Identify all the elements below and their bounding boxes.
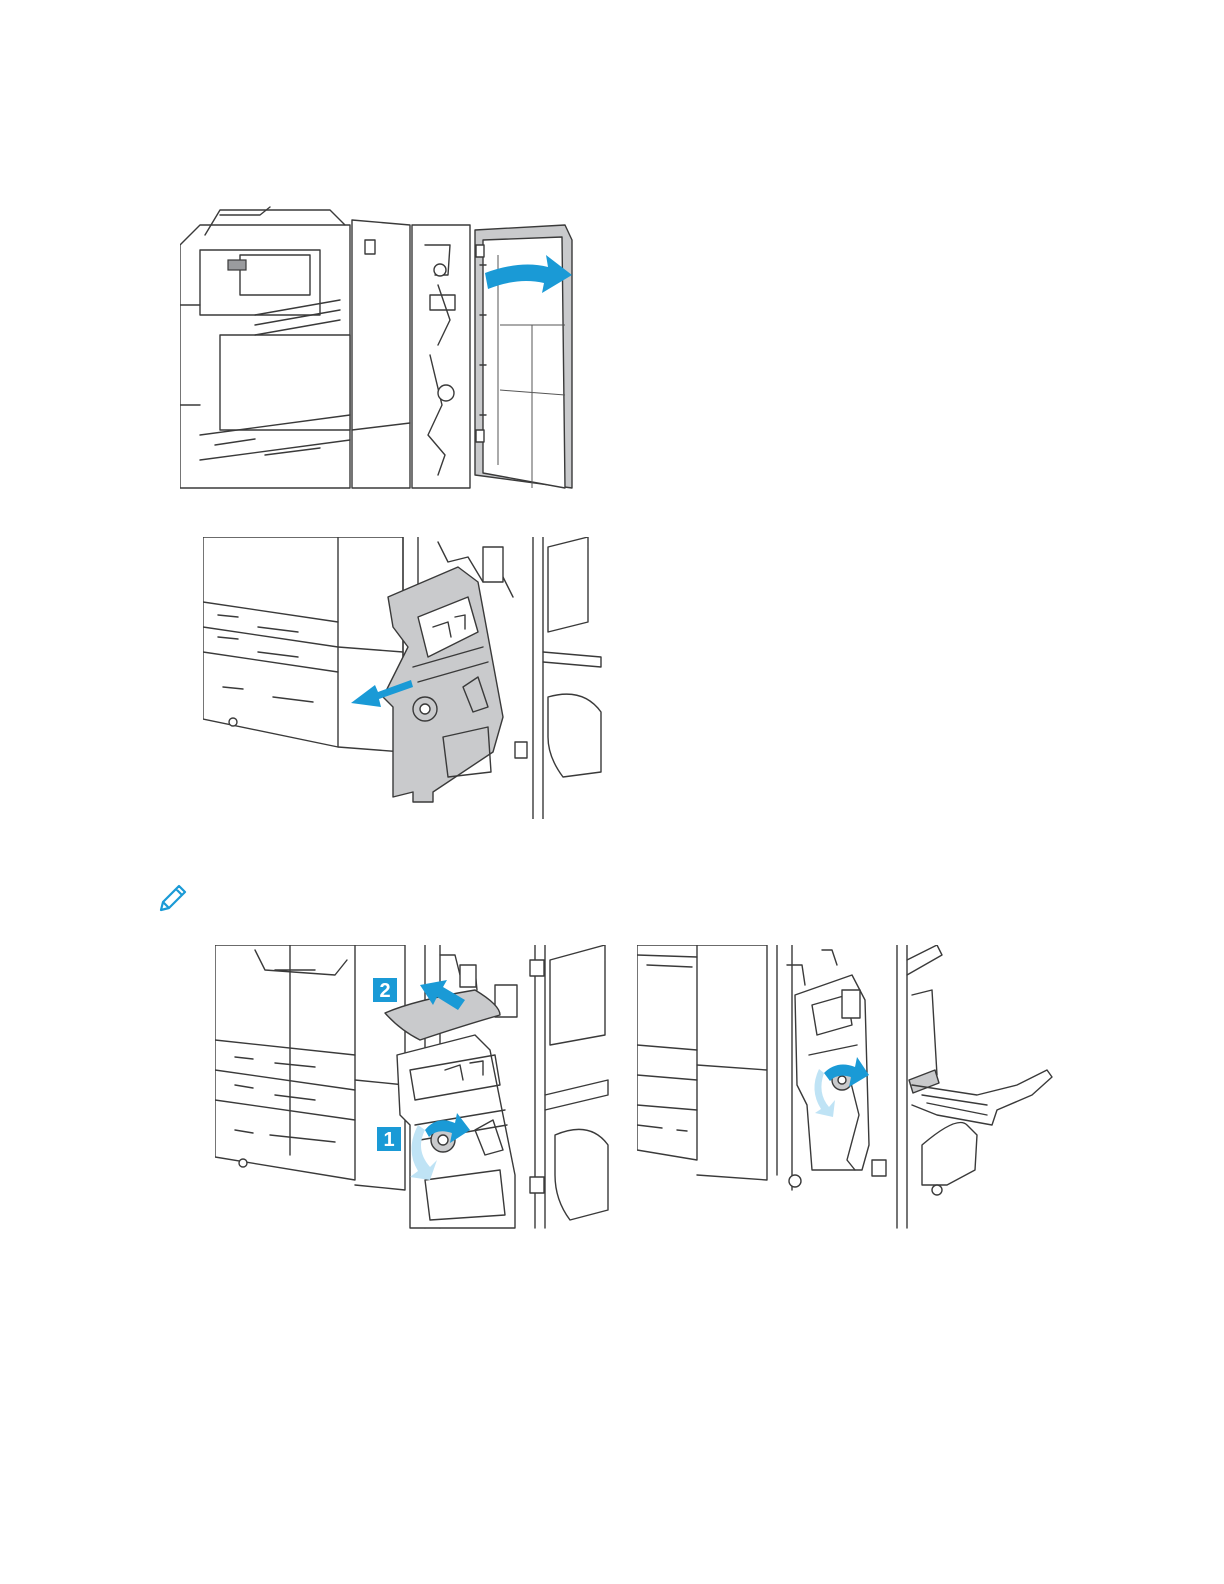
callout-2: 2	[373, 978, 397, 1002]
svg-text:2: 2	[379, 980, 390, 1002]
callout-1: 1	[377, 1127, 401, 1151]
svg-text:1: 1	[383, 1129, 394, 1151]
figure-remove-staple-unit	[203, 537, 603, 819]
note-pencil-icon	[157, 882, 189, 914]
figure-clear-paper-from-unit: 1 2	[215, 945, 610, 1230]
figure-open-front-door	[180, 205, 575, 490]
figure-rotate-knob-remove-paper	[637, 945, 1055, 1230]
